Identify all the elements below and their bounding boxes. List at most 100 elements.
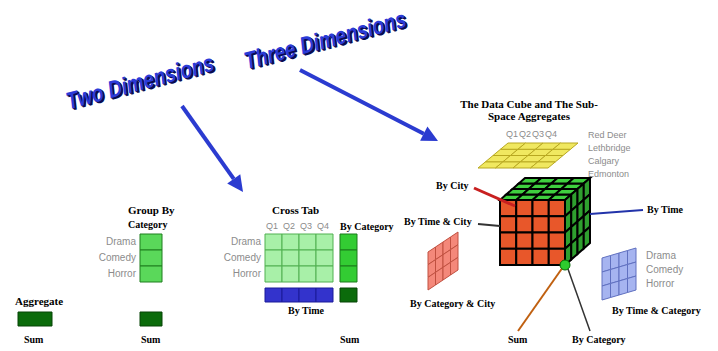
category-label: Horror (646, 278, 674, 289)
cross-tab-grid (265, 234, 333, 282)
cross-tab-grid-cell (282, 266, 299, 282)
cube-right-face (565, 178, 590, 265)
aggregate-label: Sum (141, 334, 160, 345)
quarter-label: Q3 (300, 221, 312, 231)
quarter-label: Q4 (545, 129, 557, 139)
category-label: Horror (233, 268, 261, 279)
category-label: Drama (231, 236, 261, 247)
two-dimensions-arrow-shaft (182, 106, 234, 179)
two-dimensions-arrow-head (227, 174, 243, 192)
time-category-plane-cell (602, 284, 611, 301)
aggregate-label: By Time (647, 204, 683, 215)
cube-front-face-cell (500, 249, 516, 265)
cube-front-face-cell (549, 200, 565, 216)
cross-tab-time-bar (265, 288, 333, 302)
city-label: Red Deer (588, 130, 627, 140)
cross-tab-category-column-cell (340, 266, 357, 282)
group-by-sum-cell-cell (140, 312, 162, 326)
cube-title: The Data Cube and The Sub-Space Aggregat… (458, 98, 600, 122)
category-label: Horror (108, 268, 136, 279)
cross-tab-grid-cell (299, 250, 316, 266)
cross-tab-grid-cell (299, 234, 316, 250)
aggregate-label: By Category & City (410, 298, 495, 309)
cross-tab-grid-cell (265, 234, 282, 250)
dimension-label: Category (128, 219, 167, 230)
cross-tab-category-column-cell (340, 250, 357, 266)
group-by-column-cell (140, 250, 162, 266)
aggregate-cell-cell (18, 312, 52, 326)
city-label: Calgary (588, 156, 619, 166)
cell-grids (18, 143, 636, 326)
city-label: Lethbridge (588, 143, 631, 153)
cube-front-face-cell (516, 233, 532, 249)
sum-corner-dot (560, 260, 570, 270)
dimension-heading: Three Dimensions (241, 5, 409, 75)
cross-tab-grid-cell (316, 250, 333, 266)
group-by-column-cell (140, 266, 162, 282)
cube-front-face-cell (533, 233, 549, 249)
aggregate-label: Sum (24, 334, 43, 345)
panel-heading: Group By (128, 204, 175, 216)
three-dimensions-arrow-head (420, 127, 438, 141)
category-city-plane-cell (436, 267, 444, 285)
group-by-column-cell (140, 234, 162, 250)
city-label: Edmonton (588, 169, 629, 179)
time-category-plane (602, 248, 636, 300)
cube-front-face-cell (516, 216, 532, 232)
aggregate-label: By City (436, 180, 469, 191)
cross-tab-grid-cell (282, 250, 299, 266)
cross-tab-sum-cell (340, 288, 357, 302)
category-city-plane (428, 232, 458, 290)
by-city-rod (474, 188, 515, 206)
cross-tab-grid-cell (299, 266, 316, 282)
time-city-plane-cell (553, 143, 578, 149)
cross-tab-category-column (340, 234, 357, 282)
cube-front-face-cell (533, 249, 549, 265)
quarter-label: Q4 (317, 221, 329, 231)
by-time-city-leader (478, 224, 500, 226)
quarter-label: Q1 (506, 129, 518, 139)
aggregate-cell (18, 312, 52, 326)
time-category-plane-cell (628, 276, 637, 293)
cube-front-face-cell (500, 233, 516, 249)
pointer-arrows (182, 70, 438, 192)
category-label: Comedy (224, 252, 261, 263)
cross-tab-time-bar-cell (299, 288, 316, 302)
aggregate-label: By Time & City (404, 216, 472, 227)
quarter-label: Q2 (283, 221, 295, 231)
dimension-heading: Two Dimensions (63, 49, 217, 115)
category-city-plane-cell (443, 262, 451, 280)
quarter-label: Q3 (532, 129, 544, 139)
time-category-plane-cell (611, 281, 620, 298)
group-by-column (140, 234, 162, 282)
category-label: Comedy (99, 252, 136, 263)
cross-tab-category-column-cell (340, 234, 357, 250)
aggregate-label: Sum (508, 334, 527, 345)
category-label: Drama (646, 250, 676, 261)
cross-tab-time-bar-cell (265, 288, 282, 302)
cube-front-face-cell (549, 233, 565, 249)
quarter-label: Q1 (266, 221, 278, 231)
cube-front-face-cell (516, 200, 532, 216)
three-dimensions-arrow-shaft (300, 70, 424, 134)
cross-tab-sum-cell-cell (340, 288, 357, 302)
aggregate-label: By Category (340, 221, 394, 232)
aggregate-label: Sum (340, 334, 359, 345)
time-city-plane-cell (531, 162, 556, 168)
category-label: Drama (106, 236, 136, 247)
cube-front-face-cell (500, 216, 516, 232)
panel-heading: Aggregate (15, 295, 63, 307)
category-city-plane-cell (451, 257, 459, 275)
by-category-leader (568, 269, 590, 331)
cross-tab-grid-cell (316, 234, 333, 250)
time-city-plane-cell (546, 149, 571, 155)
time-city-plane-cell (538, 156, 563, 162)
category-city-plane-cell (428, 272, 436, 290)
sum-leader (518, 267, 563, 331)
time-city-plane (478, 143, 578, 168)
cube-front-face-cell (516, 249, 532, 265)
cross-tab-grid-cell (265, 250, 282, 266)
cube-front-face (500, 200, 565, 265)
cross-tab-grid-cell (282, 234, 299, 250)
